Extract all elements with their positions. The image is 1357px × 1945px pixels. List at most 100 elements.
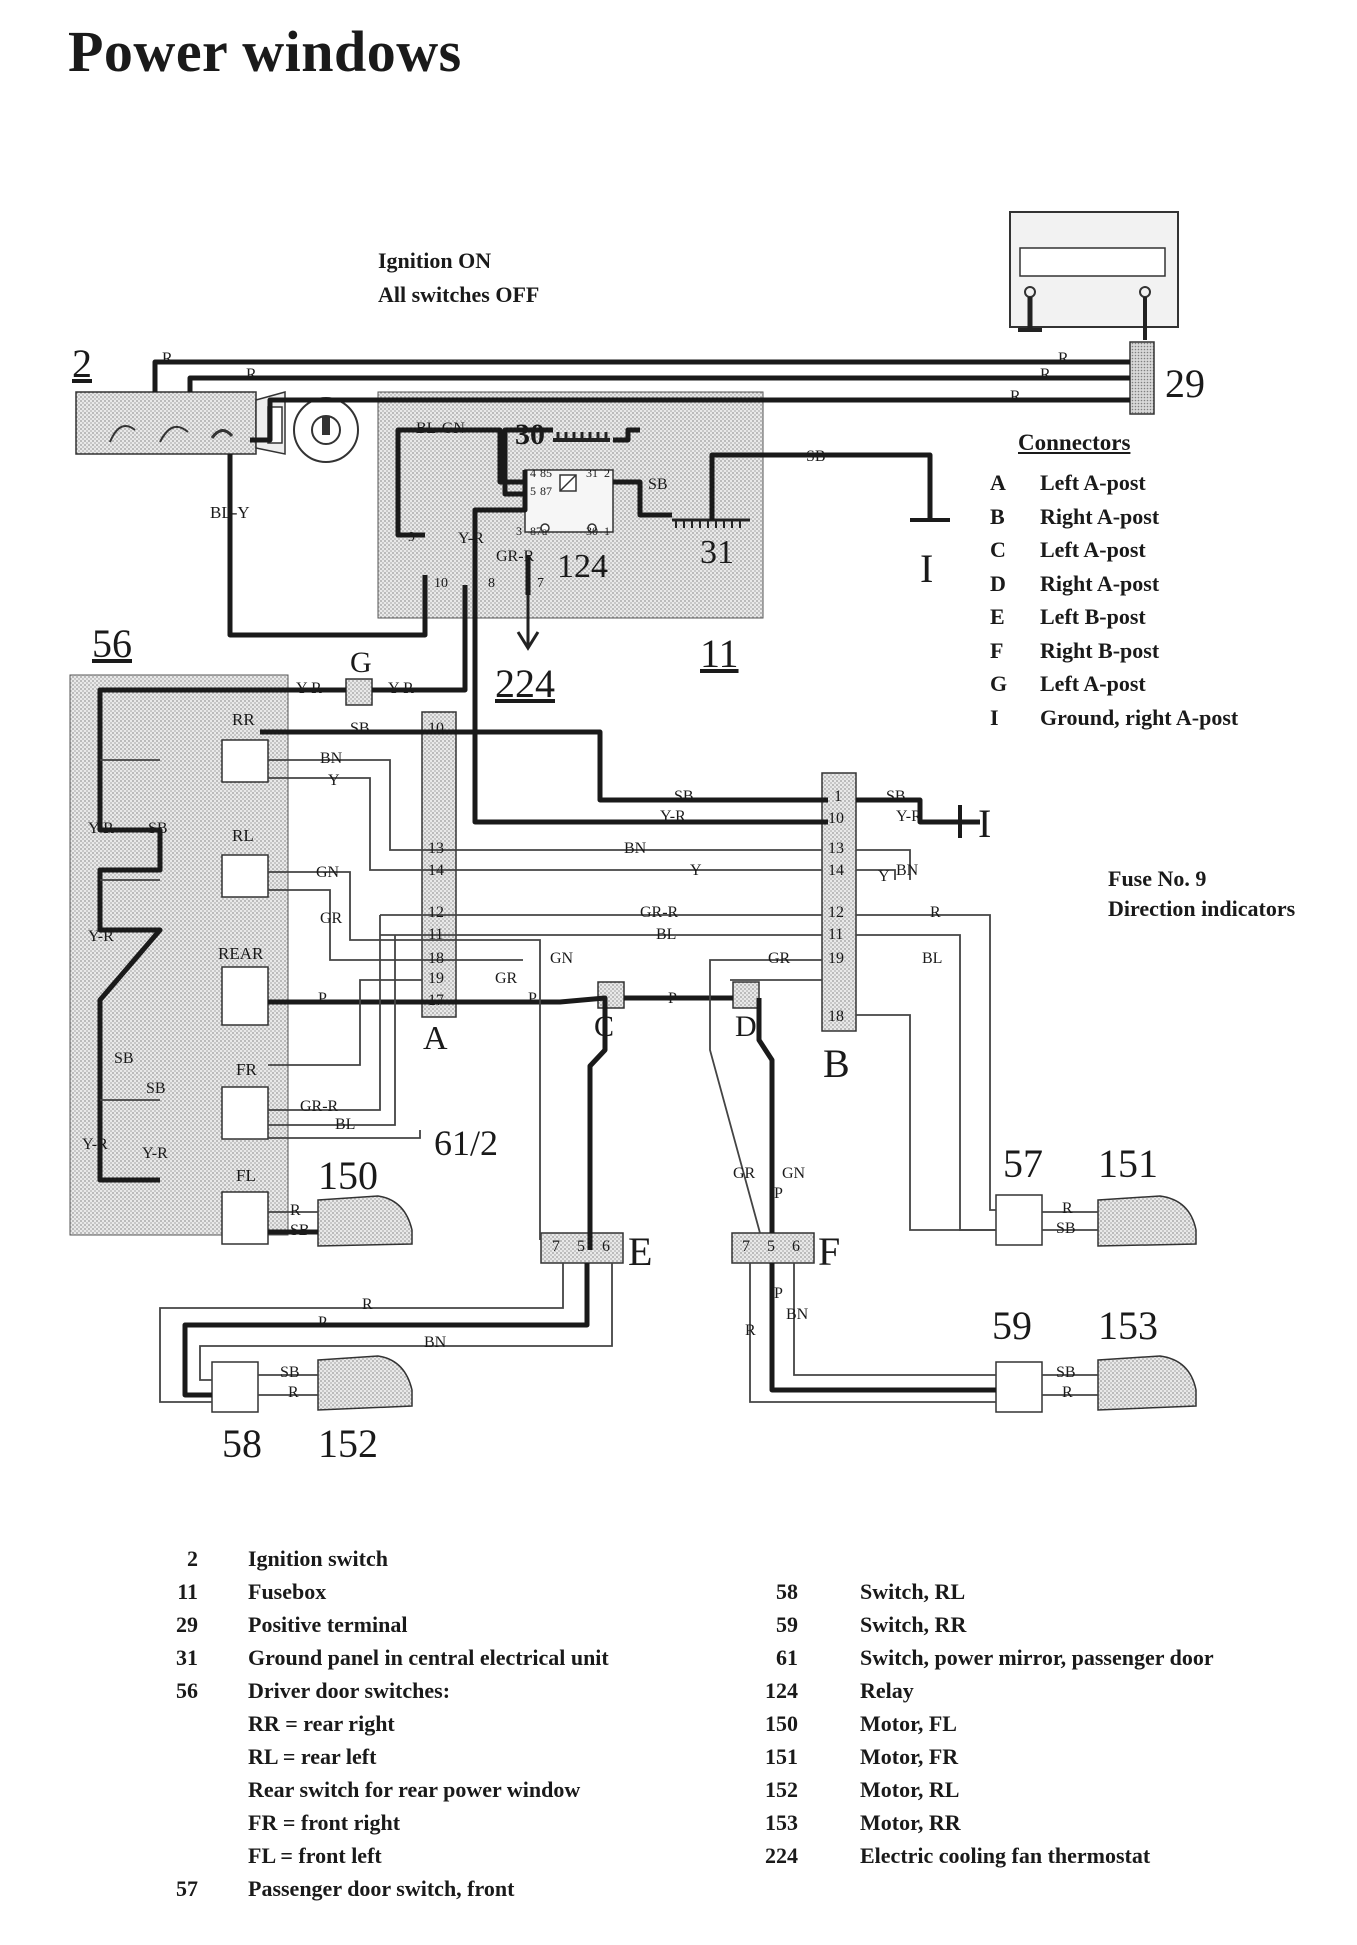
wire-label-sb-door3: SB xyxy=(146,1080,166,1097)
wire-label-r-1: R xyxy=(162,350,173,367)
pin-a-13: 13 xyxy=(428,840,444,857)
connector-letter: I xyxy=(990,704,999,730)
wire-label-sb-relay: SB xyxy=(648,476,668,493)
legend-number: 151 xyxy=(765,1744,798,1769)
wire-label-y-r-fusebox: Y-R xyxy=(458,530,484,547)
label-11: 11 xyxy=(700,631,739,676)
label-150: 150 xyxy=(318,1153,378,1198)
connector-letter: D xyxy=(990,570,1006,596)
pin-f-6: 6 xyxy=(792,1238,800,1255)
wire-label-r-3: R xyxy=(1058,350,1069,367)
wire-label-sb-ground: SB xyxy=(806,448,826,465)
legend-number: 31 xyxy=(176,1645,198,1670)
wire-label-sb-door2: SB xyxy=(114,1050,134,1067)
wire-label-p-rear: P xyxy=(318,990,327,1007)
connector-block-G xyxy=(345,678,373,706)
diagram-connector-E: E xyxy=(628,1229,653,1274)
wire-label-r-4: R xyxy=(1040,366,1051,383)
fuse-note-number: Fuse No. 9 xyxy=(1108,866,1207,891)
wire-label-bl-fr: BL xyxy=(335,1116,356,1133)
wire-label-y-r-door3: Y-R xyxy=(82,1136,108,1153)
fuse-pin-8: 8 xyxy=(488,576,495,591)
pin-e-6: 6 xyxy=(602,1238,610,1255)
wire-label-sb-57: SB xyxy=(1056,1220,1076,1237)
wire-label-y-rr: Y xyxy=(328,772,340,789)
wire-label-bn-e: BN xyxy=(424,1334,447,1351)
pin-a-18: 18 xyxy=(428,950,444,967)
wire-label-sb-fl: SB xyxy=(290,1222,310,1239)
fuse-note-desc: Direction indicators xyxy=(1108,896,1296,921)
connector-description: Right A-post xyxy=(1040,570,1160,596)
legend-description: Passenger door switch, front xyxy=(248,1876,515,1901)
wire-label-bn-rr: BN xyxy=(320,750,343,767)
legend-description: RL = rear left xyxy=(248,1744,377,1769)
wire-label-r-59: R xyxy=(1062,1384,1073,1401)
legend-description: Fusebox xyxy=(248,1579,327,1604)
wire-label-gr-r-mid: GR-R xyxy=(640,904,679,921)
relay-pin-30: 30 xyxy=(586,524,598,538)
connector-letter: G xyxy=(990,671,1008,696)
fuse-pin-7: 7 xyxy=(537,576,544,591)
connector-description: Right A-post xyxy=(1040,503,1160,529)
passenger-switches xyxy=(211,1194,1043,1413)
wire-label-gr-r-fr: GR-R xyxy=(300,1098,339,1115)
pin-b-19: 19 xyxy=(828,950,844,967)
wire-label-r-57: R xyxy=(1062,1200,1073,1217)
wire-label-r-b-right: R xyxy=(930,904,941,921)
wire-label-y-r-door4: Y-R xyxy=(142,1145,168,1162)
legend-number: 56 xyxy=(176,1678,198,1703)
label-58: 58 xyxy=(222,1421,262,1466)
switch-label-rl: RL xyxy=(232,826,254,845)
wire-label-p-f2: P xyxy=(774,1285,783,1302)
legend-description: Ignition switch xyxy=(248,1546,388,1571)
switch-label-rr: RR xyxy=(232,710,255,729)
wire-label-sb-door1: SB xyxy=(148,820,168,837)
connector-description: Right B-post xyxy=(1040,637,1160,663)
label-ground-I-top: I xyxy=(920,546,934,591)
connector-block-A xyxy=(421,711,457,1018)
diagram-connector-F: F xyxy=(818,1229,841,1274)
pin-e-5: 5 xyxy=(577,1238,585,1255)
switch-label-rear: REAR xyxy=(218,944,264,963)
pin-b-1: 1 xyxy=(834,788,842,805)
label-61: 61/2 xyxy=(434,1123,499,1163)
label-29: 29 xyxy=(1165,361,1205,406)
connector-letter: A xyxy=(990,470,1006,495)
page-title: Power windows xyxy=(68,19,462,84)
legend-number: 152 xyxy=(765,1777,798,1802)
pin-a-17: 17 xyxy=(428,992,444,1009)
legend-description: Motor, RL xyxy=(860,1777,960,1802)
pin-e-7: 7 xyxy=(552,1238,560,1255)
connector-letter: E xyxy=(990,604,1005,629)
legend-description: Ground panel in central electrical unit xyxy=(248,1645,609,1670)
wire-label-y-r-b-right: Y-R xyxy=(896,808,922,825)
pin-a-19: 19 xyxy=(428,970,444,987)
legend-description: Motor, FR xyxy=(860,1744,959,1769)
wire-label-gn-rl: GN xyxy=(316,864,340,881)
relay-pin-5: 5 xyxy=(530,484,536,498)
label-56: 56 xyxy=(92,621,132,666)
connector-letter: F xyxy=(990,637,1004,663)
relay-pin-1: 1 xyxy=(604,524,610,538)
connectors-heading: Connectors xyxy=(1018,430,1131,455)
pin-a-10: 10 xyxy=(428,720,444,737)
label-ground-I-right: I xyxy=(978,801,992,846)
wire-label-r-e: R xyxy=(362,1296,373,1313)
wire-label-y-b-right: Y xyxy=(878,868,890,885)
diagram-connector-B: B xyxy=(823,1041,850,1086)
relay-pin-87: 87 xyxy=(540,484,552,498)
wire-label-r-58: R xyxy=(288,1384,299,1401)
relay-pin-3: 3 xyxy=(516,524,522,538)
relay-pin-31: 31 xyxy=(586,466,598,480)
ignition-switch xyxy=(75,391,359,463)
wire-label-bn-f: BN xyxy=(786,1306,809,1323)
connector-block-C xyxy=(597,981,625,1009)
label-2: 2 xyxy=(72,341,92,386)
wire-label-p-c: P xyxy=(528,990,537,1007)
legend-number: 11 xyxy=(177,1579,198,1604)
wire-label-gr-mid: GR xyxy=(495,970,518,987)
relay-pin-87a: 87a xyxy=(530,524,548,538)
legend-number: 224 xyxy=(765,1843,798,1868)
wire-label-gr-r-fusebox: GR-R xyxy=(496,548,535,565)
wire-label-y-r-door1: Y-R xyxy=(88,820,114,837)
